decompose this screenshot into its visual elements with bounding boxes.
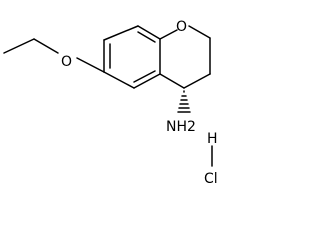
bond-c5-c6 [103,71,135,89]
benzene-ring [103,25,161,89]
bond-c8a-o1 [159,29,178,40]
double-bond-c8-c8a [137,31,156,43]
hashed-wedge-bond [177,90,191,113]
bond-c4-c4a [159,73,185,89]
chlorine-label: Cl [204,171,218,187]
bond-c6-o-methoxy [76,57,105,73]
bond-o1-c2 [188,25,211,39]
bond-o-methyl [33,38,59,54]
ring-oxygen-label: O [176,19,187,35]
bond-c8-c8a [137,25,161,40]
double-bond-c4a-c5 [133,70,156,83]
methoxy-group [3,38,105,73]
bond-c3-c4 [183,73,211,89]
hydrogen-label: H [207,131,218,147]
bond-methyl [3,38,35,54]
methoxy-oxygen-label: O [61,54,72,70]
amine-label: NH2 [166,119,196,135]
bond-c7-c8 [103,25,139,41]
pyran-ring [159,25,211,89]
molecule-structure: O O NH2 H Cl [3,19,218,187]
bond-c4a-c5 [133,73,161,89]
